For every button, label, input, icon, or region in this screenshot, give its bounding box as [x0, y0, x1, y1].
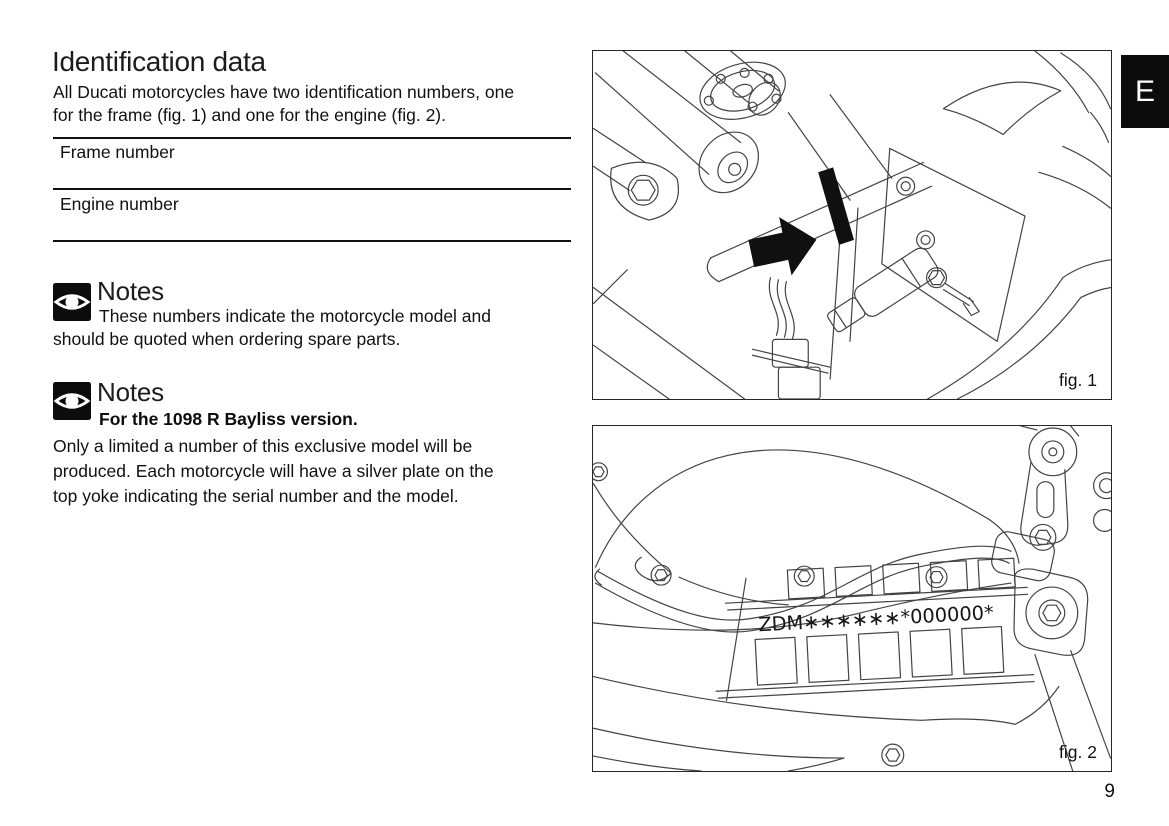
figure-1-panel: fig. 1: [592, 50, 1112, 400]
notes-eye-icon: [53, 382, 91, 420]
note-heading: Notes: [97, 276, 164, 306]
field-rule: [53, 240, 571, 242]
note-text-line: Only a limited a number of this exclusiv…: [53, 436, 473, 456]
page-title: Identification data: [52, 46, 266, 77]
field-rule: [53, 137, 571, 139]
section-tab: E: [1121, 55, 1169, 128]
figure-2-drawing: ZDM∗∗∗∗∗∗*000000*: [593, 426, 1111, 771]
figure-1-drawing: [593, 51, 1111, 399]
pointer-arrow: [748, 217, 817, 276]
frame-number-markers: [748, 167, 854, 276]
notes-eye-icon: [53, 283, 91, 321]
page-number: 9: [1104, 781, 1115, 802]
stamp-bar: [818, 167, 854, 245]
intro-line: All Ducati motorcycles have two identifi…: [53, 82, 515, 102]
serial-plate: ZDM∗∗∗∗∗∗*000000*: [715, 557, 1035, 702]
note-text-line: produced. Each motorcycle will have a si…: [53, 461, 494, 481]
note-text-line: These numbers indicate the motorcycle mo…: [99, 306, 492, 326]
field-rule: [53, 188, 571, 190]
note-heading: Notes: [97, 377, 164, 407]
frame-number-label: Frame number: [60, 142, 175, 162]
note-subheading: For the 1098 R Bayliss version.: [99, 409, 358, 429]
engine-number-label: Engine number: [60, 194, 179, 214]
note-text-line: should be quoted when ordering spare par…: [53, 329, 401, 349]
figure-2-label: fig. 2: [1059, 742, 1097, 762]
figure-2-panel: ZDM∗∗∗∗∗∗*000000*: [592, 425, 1112, 772]
note-text-line: top yoke indicating the serial number an…: [53, 486, 459, 506]
figure-1-label: fig. 1: [1059, 370, 1097, 390]
intro-line: for the frame (fig. 1) and one for the e…: [53, 105, 446, 125]
